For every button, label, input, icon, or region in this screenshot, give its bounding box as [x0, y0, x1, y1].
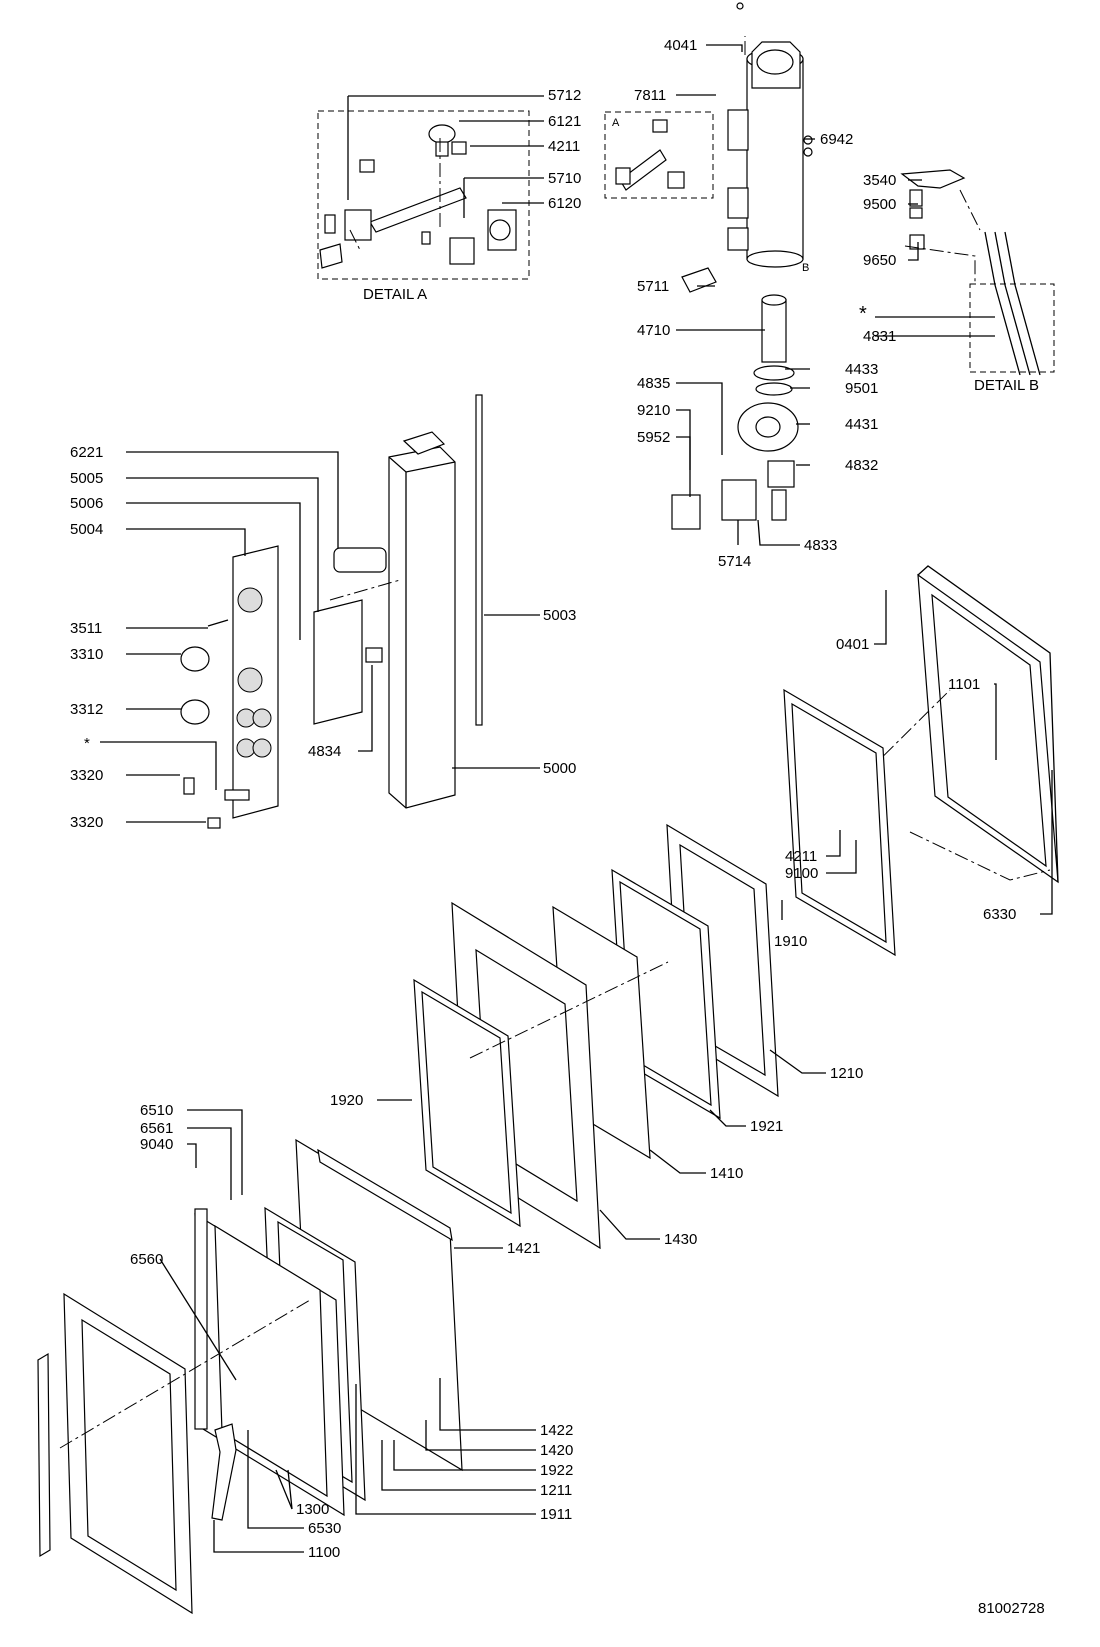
callout-label: 5005 [70, 470, 104, 487]
callout-label: 3312 [70, 701, 104, 718]
callout-label: 6221 [70, 444, 104, 461]
callout-label: 9100 [785, 865, 819, 882]
detail-a-mark: A [612, 117, 620, 129]
callout-label: 0401 [836, 636, 870, 653]
callout-label: 3320 [70, 814, 104, 831]
callout-label: 1430 [664, 1231, 698, 1248]
outer-door-frame [847, 565, 1059, 884]
drawing-number: 81002728 [978, 1600, 1045, 1617]
detail-a-group [317, 110, 530, 280]
callout-label: 1911 [540, 1506, 573, 1523]
assembly-axis-line [469, 961, 669, 1059]
gasket-1920 [413, 978, 521, 1228]
callout-label: 4833 [804, 537, 838, 554]
callout-label: 1922 [540, 1462, 574, 1479]
callout-label: 1100 [308, 1544, 341, 1561]
callout-label: 4211 [785, 848, 818, 865]
callout-label: 1410 [710, 1165, 744, 1182]
callout-label: 6330 [983, 906, 1017, 923]
callout-label: 4834 [308, 743, 342, 760]
callout-label: 9650 [863, 252, 897, 269]
callout-label: 1422 [540, 1422, 574, 1439]
callout-label: 4710 [637, 322, 671, 339]
callout-label: 1920 [330, 1092, 364, 1109]
callout-label: 5712 [548, 87, 582, 104]
callout-label: 9501 [845, 380, 879, 397]
callout-label: 5006 [70, 495, 104, 512]
callout-label: 5952 [637, 429, 671, 446]
callout-label: 5711 [637, 278, 670, 295]
callout-label: 5003 [543, 607, 577, 624]
control-panel-assembly [180, 394, 483, 829]
callout-label: 1101 [948, 676, 981, 693]
callout-label: 5710 [548, 170, 582, 187]
callout-label: 1421 [507, 1240, 541, 1257]
callout-label: 5714 [718, 553, 752, 570]
callout-label: 6560 [130, 1251, 164, 1268]
callout-label: 5004 [70, 521, 104, 538]
callout-label: 4211 [548, 138, 581, 155]
callout-label: 4831 [863, 328, 897, 345]
detail-b-mark: B [802, 262, 809, 274]
callout-label: 1210 [830, 1065, 864, 1082]
callout-label: 3540 [863, 172, 897, 189]
callout-label: 5000 [543, 760, 577, 777]
callout-label: 9040 [140, 1136, 174, 1153]
callout-label: 1921 [750, 1118, 784, 1135]
callout-label: 6942 [820, 131, 854, 148]
callout-label: 4433 [845, 361, 879, 378]
callout-label: 3320 [70, 767, 104, 784]
callout-label: 6510 [140, 1102, 174, 1119]
gasket-1910 [783, 688, 896, 957]
callout-label: 1211 [540, 1482, 573, 1499]
callout-label: 7811 [634, 87, 667, 104]
heater-assembly [604, 2, 1055, 530]
callout-label: 6561 [140, 1120, 174, 1137]
callout-label: 4835 [637, 375, 671, 392]
callout-label: * [859, 303, 867, 325]
callout-label: 3511 [70, 620, 103, 637]
callout-label: 9210 [637, 402, 671, 419]
callout-label: * [84, 735, 90, 752]
outer-door [37, 1292, 311, 1615]
callout-label: 6530 [308, 1520, 342, 1537]
callout-label: 4832 [845, 457, 879, 474]
leader-lines [100, 44, 1053, 1553]
detail-a-caption: DETAIL A [363, 286, 428, 303]
detail-b-caption: DETAIL B [974, 377, 1040, 394]
callout-label: 6121 [548, 113, 582, 130]
callout-label: 4041 [664, 37, 698, 54]
callout-label: 1910 [774, 933, 808, 950]
callout-label: 3310 [70, 646, 104, 663]
callout-label: 1300 [296, 1501, 330, 1518]
callout-label: 6120 [548, 195, 582, 212]
callout-label: 4431 [845, 416, 879, 433]
callout-label: 1420 [540, 1442, 574, 1459]
callout-label: 9500 [863, 196, 897, 213]
